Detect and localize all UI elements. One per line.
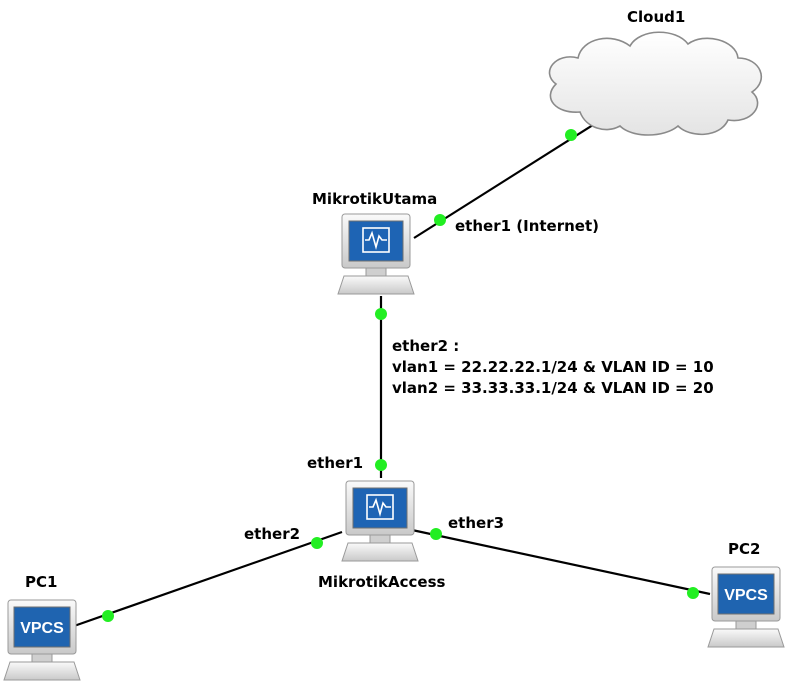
cloud-icon[interactable]: [548, 31, 763, 136]
port-dot-main-ether2[interactable]: [375, 308, 387, 320]
port-dot-main-ether1[interactable]: [434, 214, 446, 226]
cloud-label: Cloud1: [627, 8, 686, 26]
pc2-badge: VPCS: [724, 587, 768, 604]
port-label-main-ether1: ether1 (Internet): [455, 217, 599, 235]
router-icon[interactable]: [341, 480, 419, 562]
access-router-label: MikrotikAccess: [318, 573, 446, 591]
port-dot-pc1[interactable]: [102, 610, 114, 622]
port-dot-access-ether2[interactable]: [311, 537, 323, 549]
link-access-pc2[interactable]: [411, 528, 711, 596]
port-dots: [102, 129, 699, 622]
port-dot-access-ether3[interactable]: [430, 528, 442, 540]
port-dot-access-ether1[interactable]: [375, 459, 387, 471]
pc2-label: PC2: [728, 540, 761, 558]
pc-icon[interactable]: VPCS: [3, 599, 81, 681]
trunk-config-note: ether2 : vlan1 = 22.22.22.1/24 & VLAN ID…: [392, 336, 714, 399]
main-router-label: MikrotikUtama: [312, 190, 438, 208]
trunk-note-vlan2: vlan2 = 33.33.33.1/24 & VLAN ID = 20: [392, 379, 714, 397]
trunk-note-vlan1: vlan1 = 22.22.22.1/24 & VLAN ID = 10: [392, 358, 714, 376]
port-label-access-ether2: ether2: [244, 525, 301, 543]
trunk-note-heading: ether2 :: [392, 337, 460, 355]
link-access-pc1[interactable]: [73, 530, 343, 628]
pc1-badge: VPCS: [20, 620, 64, 637]
pc-icon[interactable]: VPCS: [707, 566, 785, 648]
port-label-access-ether3: ether3: [448, 514, 505, 532]
pc1-label: PC1: [25, 573, 58, 591]
port-dot-pc2[interactable]: [687, 587, 699, 599]
router-icon[interactable]: [337, 213, 415, 295]
port-dot-cloud[interactable]: [565, 129, 577, 141]
port-label-access-ether1: ether1: [307, 454, 364, 472]
